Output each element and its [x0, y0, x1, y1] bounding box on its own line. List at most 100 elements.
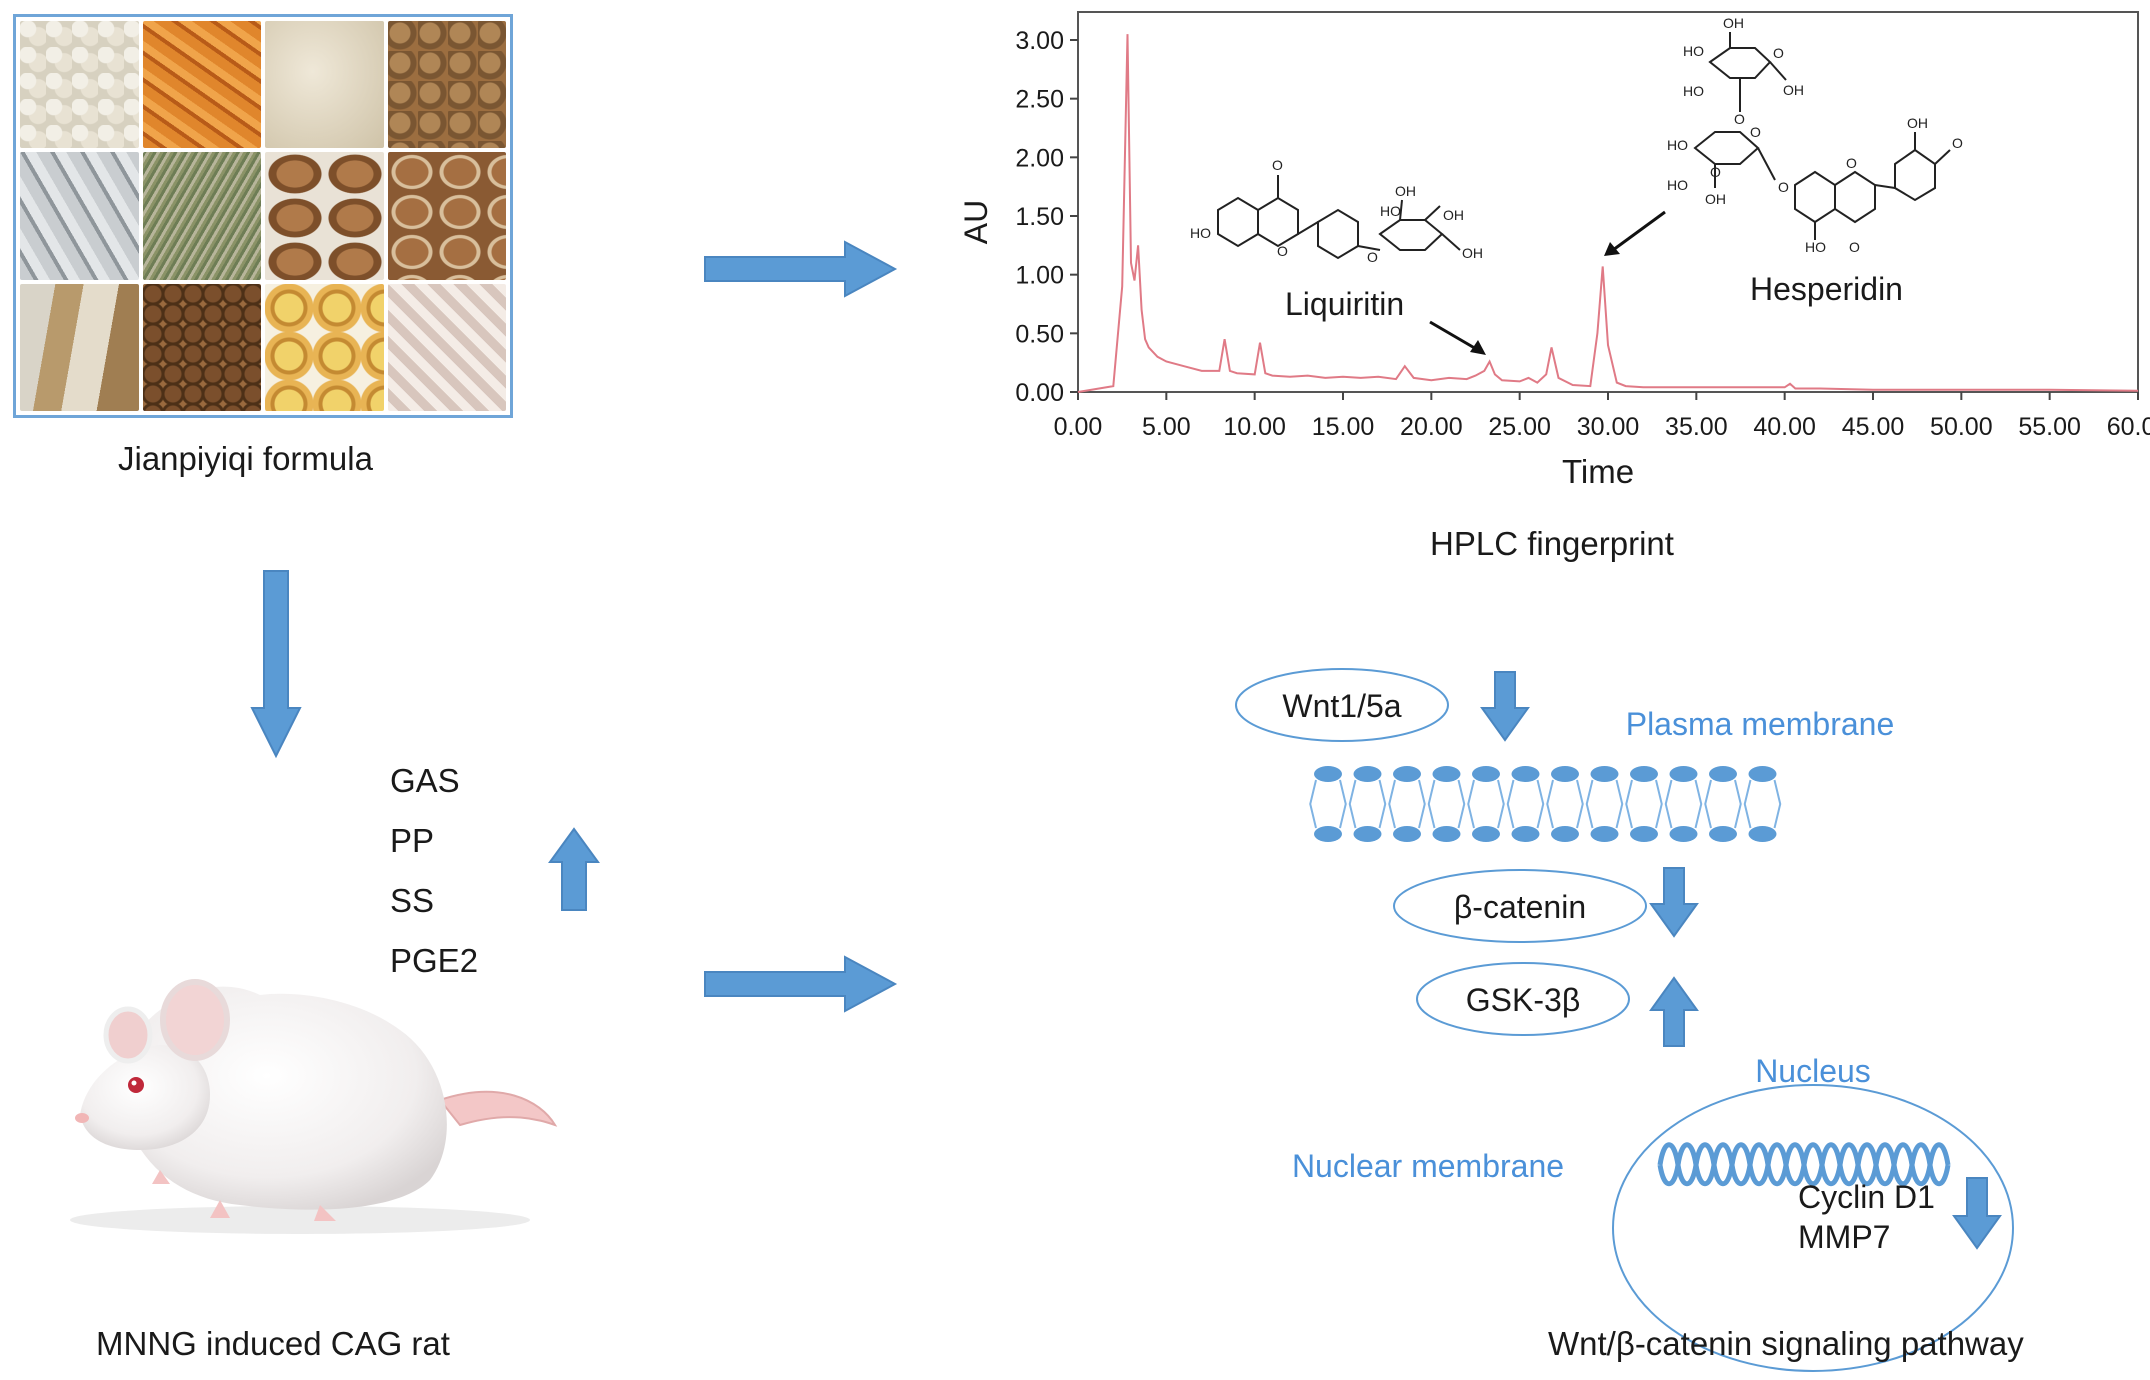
lipid-head — [1314, 826, 1342, 842]
lipid-head — [1748, 826, 1777, 842]
x-tick-label: 10.00 — [1223, 413, 1286, 441]
hesperidin-atom-labels: OH HO O HO OH O HO HO O O OH O O HO O OH… — [1667, 15, 1963, 255]
wnt-pathway-diagram: Wnt1/5a Plasma membrane β-catenin GSK-3β… — [1235, 668, 2014, 1372]
herb-photo — [20, 152, 139, 280]
liquiritin-structure — [1217, 175, 1461, 260]
liquiritin-pointer — [1429, 320, 1479, 352]
x-tick-label: 5.00 — [1142, 413, 1191, 441]
atom-label: OH — [1462, 245, 1483, 261]
atom-label: HO — [1380, 203, 1401, 219]
plasma-membrane-label: Plasma membrane — [1626, 706, 1895, 742]
atom-label: HO — [1683, 83, 1704, 99]
lipid-head — [1748, 766, 1777, 782]
liquiritin-atom-labels: O HO O HO OH OH O OH — [1190, 157, 1483, 265]
lipid-head — [1669, 826, 1698, 842]
atom-label: O — [1846, 155, 1857, 171]
lipid-tail — [1585, 779, 1624, 829]
lipid-head — [1353, 766, 1382, 782]
beta-catenin-label: β-catenin — [1454, 889, 1586, 925]
x-tick-label: 40.00 — [1753, 413, 1816, 441]
arrow-right-icon — [700, 955, 900, 1013]
hesperidin-pointer — [1612, 210, 1666, 252]
atom-label: O — [1750, 124, 1761, 140]
atom-label: O — [1778, 179, 1789, 195]
atom-label: HO — [1805, 239, 1826, 255]
lipid-head — [1314, 766, 1342, 782]
lipid-tail — [1546, 779, 1584, 829]
lipid-head — [1432, 826, 1461, 842]
lipid-tail — [1506, 779, 1545, 829]
y-tick-label: 3.00 — [1015, 27, 1064, 55]
rat-caption: MNNG induced CAG rat — [96, 1325, 450, 1362]
lipid-head — [1472, 826, 1500, 842]
liquiritin-label: Liquiritin — [1285, 286, 1404, 322]
lipid-head — [1630, 766, 1658, 782]
marker-gas: GAS — [390, 762, 460, 799]
lipid-tail — [1664, 779, 1703, 829]
lipid-head — [1551, 766, 1579, 782]
mmp-label: MMP7 — [1798, 1219, 1890, 1255]
herb-photo — [20, 283, 139, 411]
atom-label: HO — [1667, 177, 1688, 193]
rat-illustration — [70, 979, 558, 1234]
x-tick-label: 15.00 — [1312, 413, 1375, 441]
lipid-head — [1551, 826, 1579, 842]
lipid-head — [1590, 766, 1619, 782]
atom-label: OH — [1443, 207, 1464, 223]
y-tick-label: 0.50 — [1015, 320, 1064, 348]
atom-label: O — [1849, 239, 1860, 255]
lipid-tail — [1427, 779, 1466, 829]
hesperidin-label: Hesperidin — [1750, 271, 1903, 307]
lipid-head — [1590, 826, 1619, 842]
x-tick-label: 35.00 — [1665, 413, 1728, 441]
atom-label: OH — [1907, 115, 1928, 131]
herb-caption: Jianpiyiqi formula — [118, 440, 373, 477]
atom-label: O — [1277, 243, 1288, 259]
herb-photo — [20, 21, 139, 149]
plasma-membrane-bilayer — [1309, 766, 1782, 842]
wnt-ellipse — [1235, 668, 1449, 742]
lipid-head — [1393, 766, 1421, 782]
y-tick-label: 0.00 — [1015, 379, 1064, 407]
nucleus-label: Nucleus — [1755, 1053, 1871, 1089]
lipid-head — [1393, 826, 1421, 842]
herb-photo — [265, 21, 384, 149]
wnt-label: Wnt1/5a — [1282, 688, 1401, 724]
x-tick-label: 25.00 — [1488, 413, 1551, 441]
atom-label: HO — [1667, 137, 1688, 153]
marker-pge2: PGE2 — [390, 942, 479, 979]
atom-label: OH — [1395, 183, 1416, 199]
x-axis-label: Time — [1562, 453, 1634, 490]
arrow-down-icon — [1480, 671, 1530, 742]
y-tick-label: 1.00 — [1015, 262, 1064, 290]
lipid-head — [1709, 766, 1737, 782]
lipid-tail — [1309, 779, 1347, 829]
lipid-head — [1472, 766, 1500, 782]
herb-photo — [387, 152, 506, 280]
herb-photo — [387, 21, 506, 149]
lipid-head — [1432, 766, 1461, 782]
lipid-head — [1709, 826, 1737, 842]
herb-photo-grid — [13, 14, 513, 418]
atom-label: O — [1952, 135, 1963, 151]
atom-label: O — [1367, 249, 1378, 265]
chromatogram-trace — [1077, 34, 2139, 393]
x-tick-label: 20.00 — [1400, 413, 1463, 441]
hplc-caption: HPLC fingerprint — [1430, 525, 1674, 562]
arrow-down-icon — [1649, 867, 1699, 938]
herb-photo — [265, 283, 384, 411]
y-tick-label: 2.00 — [1015, 144, 1064, 172]
lipid-head — [1353, 826, 1382, 842]
lipid-tail — [1348, 779, 1387, 829]
pathway-caption: Wnt/β-catenin signaling pathway — [1548, 1325, 2024, 1362]
marker-ss: SS — [390, 882, 435, 919]
lipid-head — [1669, 766, 1698, 782]
atom-label: HO — [1190, 225, 1211, 241]
x-tick-label: 30.00 — [1577, 413, 1640, 441]
y-tick-label: 1.50 — [1015, 203, 1064, 231]
x-tick-label: 45.00 — [1842, 413, 1905, 441]
plot-frame — [1077, 11, 2139, 393]
arrow-right-icon — [700, 240, 900, 298]
arrow-up-icon — [548, 826, 600, 914]
marker-pp: PP — [390, 822, 435, 859]
